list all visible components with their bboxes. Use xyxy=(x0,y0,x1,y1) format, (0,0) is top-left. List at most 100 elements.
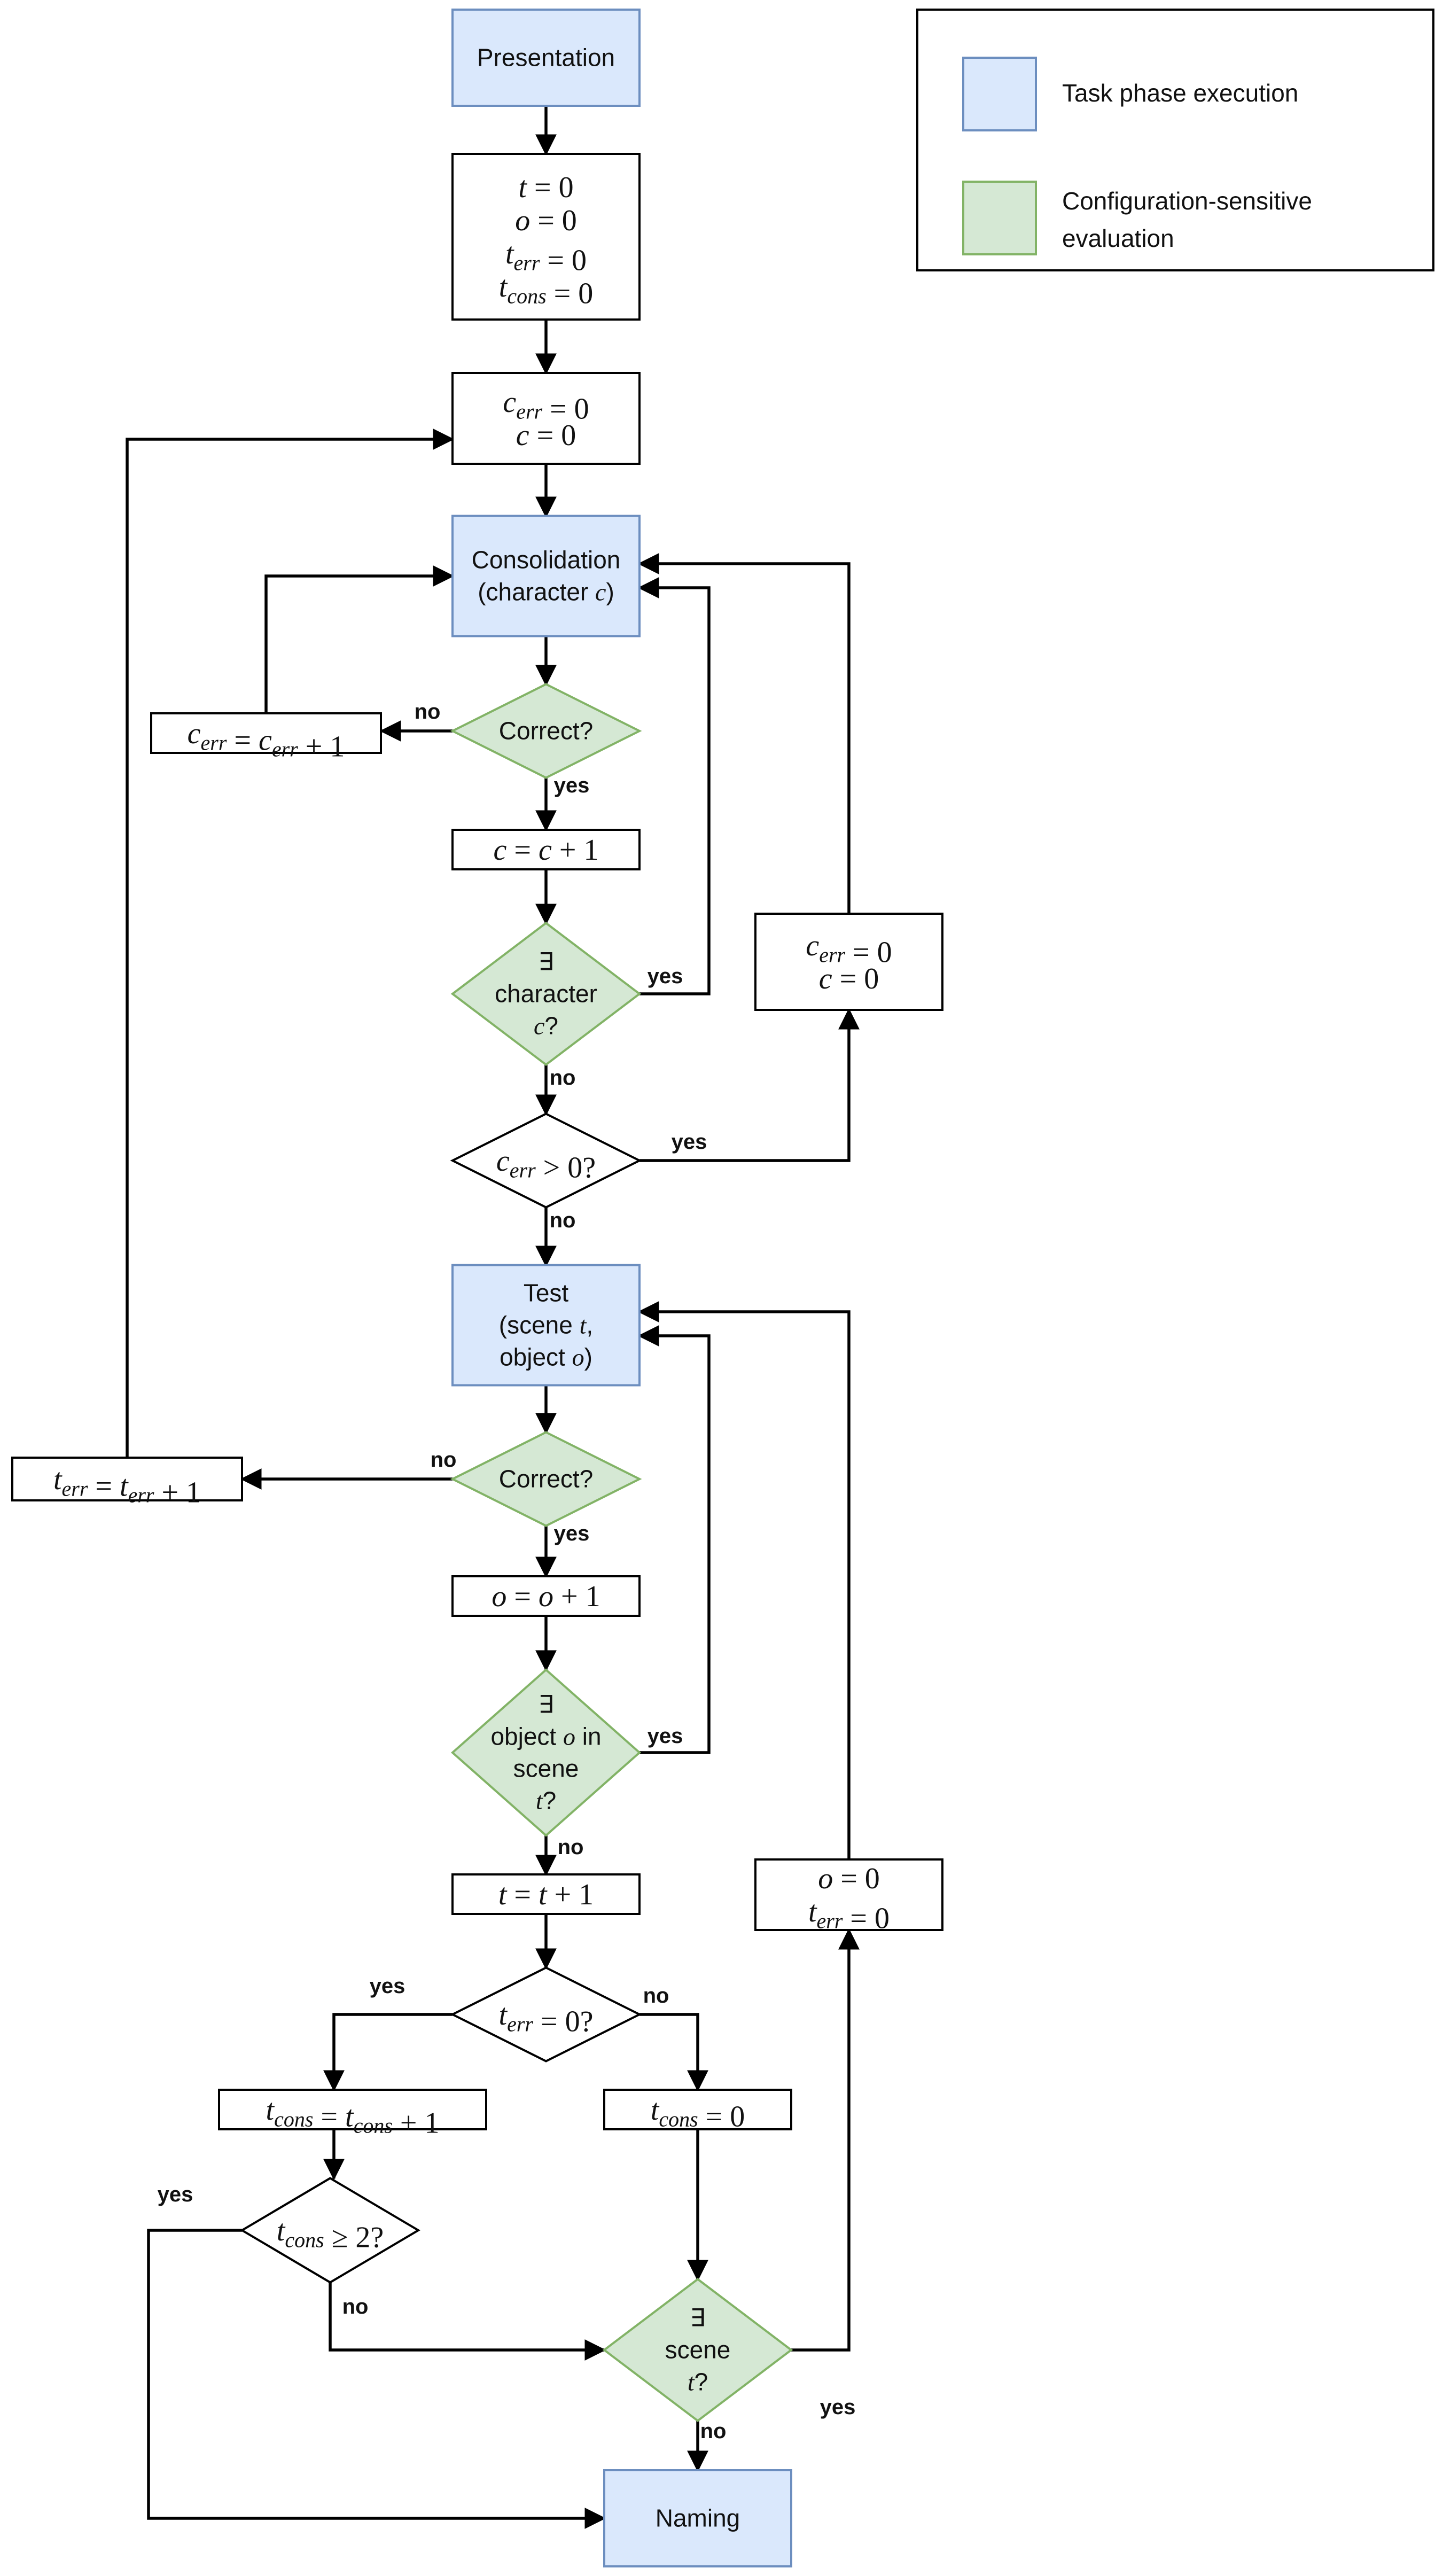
node-terr-eq0-text: terr = 0? xyxy=(499,1998,594,2038)
node-tcons-ge2-diamond xyxy=(240,2177,420,2284)
node-cerr-gt0-diamond xyxy=(450,1112,642,1209)
node-consolidation-box xyxy=(451,515,641,637)
node-exists-char: ∃ character c? xyxy=(450,921,642,1067)
edge-label-terr-eq0-yes: yes xyxy=(370,1974,405,1998)
node-tcons-ge2-text: tcons ≥ 2? xyxy=(277,2214,384,2254)
edge-exists-scene-to-reset-o xyxy=(791,1928,860,2352)
node-correct2: Correct? xyxy=(450,1431,642,1527)
node-correct1: Correct? xyxy=(450,683,642,779)
node-init-c-text: cerr = 0 xyxy=(503,386,589,425)
node-exists-scene-text: t? xyxy=(688,2368,708,2396)
node-exists-char-diamond xyxy=(450,921,642,1067)
node-reset-o-box xyxy=(754,1858,943,1931)
node-tcons-reset-text: tcons = 0 xyxy=(651,2094,745,2133)
node-reset-c-text: cerr = 0 xyxy=(806,929,892,969)
node-tcons-reset: tcons = 0 xyxy=(603,2089,792,2133)
edge-label-tcons-ge2-yes: yes xyxy=(158,2183,193,2206)
edge-label-exists-obj-no: no xyxy=(558,1835,584,1859)
node-naming-text: Naming xyxy=(656,2504,740,2532)
edge-label-terr-eq0-no: no xyxy=(643,1984,669,2007)
node-presentation: Presentation xyxy=(451,9,641,107)
node-cerr-inc-box xyxy=(150,712,382,754)
node-exists-char-text: character xyxy=(495,980,597,1008)
legend-swatch-eval xyxy=(962,181,1037,255)
node-reset-o-text: o = 0 xyxy=(818,1862,880,1895)
node-exists-char-text: ∃ xyxy=(538,948,553,976)
node-tcons-reset-box xyxy=(603,2089,792,2130)
node-correct2-diamond xyxy=(450,1431,642,1527)
node-cerr-gt0: cerr > 0? xyxy=(450,1112,642,1209)
node-terr-eq0: terr = 0? xyxy=(450,1966,642,2063)
node-presentation-box xyxy=(451,9,641,107)
node-init-c-text: c = 0 xyxy=(516,419,576,452)
node-exists-obj: ∃ object o in scene t? xyxy=(450,1668,642,1837)
edge-cerr-inc-to-consolidation xyxy=(264,565,455,713)
edge-reset-o-to-test xyxy=(637,1301,851,1859)
node-tcons-ge2: tcons ≥ 2? xyxy=(240,2177,420,2284)
node-test-text: Test xyxy=(524,1279,569,1307)
node-o-inc-box xyxy=(451,1575,641,1617)
node-consolidation: Consolidation (character c) xyxy=(451,515,641,637)
node-test-text: object o) xyxy=(500,1343,592,1371)
node-correct2-text: Correct? xyxy=(499,1465,593,1493)
node-cerr-gt0-text: cerr > 0? xyxy=(496,1145,596,1184)
edge-label-cerr-gt0-no: no xyxy=(550,1209,576,1232)
edge-label-tcons-ge2-no: no xyxy=(342,2295,369,2318)
node-presentation-text: Presentation xyxy=(477,44,615,72)
node-correct1-text: Correct? xyxy=(499,717,593,745)
edge-tcons-ge2-to-naming xyxy=(147,2229,606,2529)
node-init-all-text: tcons = 0 xyxy=(499,270,593,310)
node-terr-inc-box xyxy=(11,1457,243,1501)
edge-terr-inc-to-init-c xyxy=(126,429,455,1458)
edge-terr-eq0-to-tcons-inc xyxy=(323,2013,453,2092)
node-exists-char-text: c? xyxy=(534,1012,558,1040)
node-c-inc-text: c = c + 1 xyxy=(494,834,599,867)
node-exists-obj-text: object o in xyxy=(490,1723,601,1750)
node-c-inc: c = c + 1 xyxy=(451,829,641,870)
edge-label-correct1-yes: yes xyxy=(554,774,590,797)
edge-label-exists-scene-no: no xyxy=(700,2419,727,2443)
node-naming-box xyxy=(603,2469,792,2567)
node-test-text: (scene t, xyxy=(499,1311,593,1339)
node-t-inc-text: t = t + 1 xyxy=(498,1878,594,1911)
edge-cerr-gt0-to-reset-c xyxy=(639,1008,860,1162)
node-consolidation-text: (character c) xyxy=(478,578,614,606)
node-test: Test (scene t, object o) xyxy=(451,1264,641,1387)
node-reset-c-box xyxy=(754,913,943,1011)
node-reset-c: cerr = 0c = 0 xyxy=(754,913,943,1011)
node-init-all-box xyxy=(451,153,641,321)
node-reset-c-text: c = 0 xyxy=(819,962,879,995)
legend-swatch-task xyxy=(962,57,1037,131)
edge-reset-c-to-consolidation xyxy=(637,553,851,914)
node-exists-scene-text: ∃ xyxy=(690,2304,705,2332)
node-o-inc-text: o = o + 1 xyxy=(492,1580,600,1613)
node-tcons-inc-text: tcons = tcons + 1 xyxy=(266,2094,440,2140)
node-exists-scene: ∃ scene t? xyxy=(602,2277,793,2423)
edge-label-exists-obj-yes: yes xyxy=(648,1724,683,1748)
node-exists-obj-text: scene xyxy=(513,1755,579,1783)
node-init-all-text: terr = 0 xyxy=(505,237,587,277)
node-terr-inc-text: terr = terr + 1 xyxy=(53,1463,201,1509)
node-test-box xyxy=(451,1264,641,1387)
node-consolidation-text: Consolidation xyxy=(472,546,621,574)
node-terr-inc: terr = terr + 1 xyxy=(11,1457,243,1509)
node-exists-obj-text: t? xyxy=(536,1787,556,1815)
node-exists-scene-text: scene xyxy=(665,2336,731,2364)
edge-exists-char-to-consolidation xyxy=(637,577,711,995)
node-exists-obj-text: ∃ xyxy=(538,1691,553,1718)
node-init-c: cerr = 0c = 0 xyxy=(451,372,641,465)
node-init-all-text: o = 0 xyxy=(515,204,577,237)
node-init-all-text: t = 0 xyxy=(518,171,573,204)
edge-label-exists-char-yes: yes xyxy=(648,964,683,988)
edge-tcons-ge2-to-exists-scene xyxy=(329,2282,606,2361)
node-init-c-box xyxy=(451,372,641,465)
edge-label-exists-scene-yes: yes xyxy=(820,2395,856,2419)
legend-label-task: Task phase execution xyxy=(1062,79,1298,107)
edge-terr-eq0-to-tcons-reset xyxy=(639,2013,708,2092)
